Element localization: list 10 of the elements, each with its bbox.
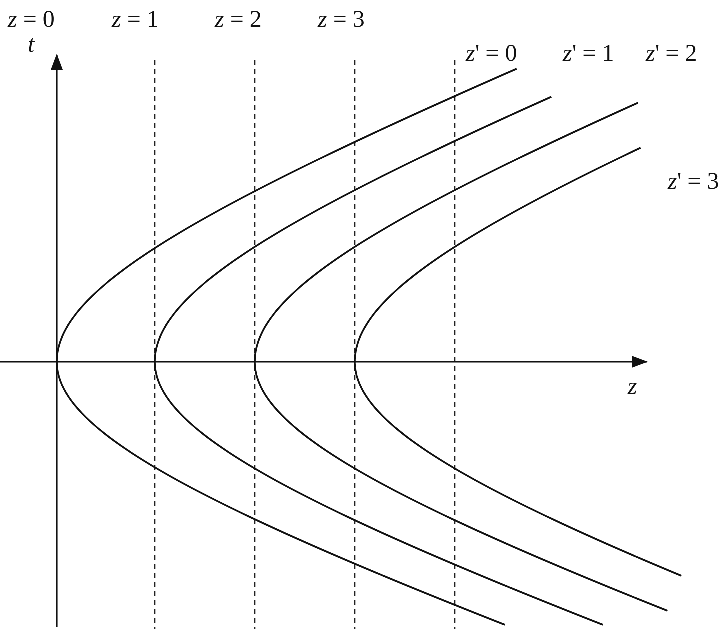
axis-label: z bbox=[628, 375, 638, 399]
curve-label: z' = 3 bbox=[668, 170, 720, 194]
coordinate-label: z = 1 bbox=[112, 8, 159, 32]
coordinate-label: z = 0 bbox=[8, 8, 55, 32]
curve-label: z' = 1 bbox=[563, 42, 614, 66]
curve-label: z' = 2 bbox=[646, 42, 698, 66]
coordinate-label: z = 2 bbox=[215, 8, 262, 32]
axis-label: t bbox=[28, 33, 35, 57]
curve-label: z' = 0 bbox=[466, 42, 518, 66]
coordinate-label: z = 3 bbox=[318, 8, 365, 32]
